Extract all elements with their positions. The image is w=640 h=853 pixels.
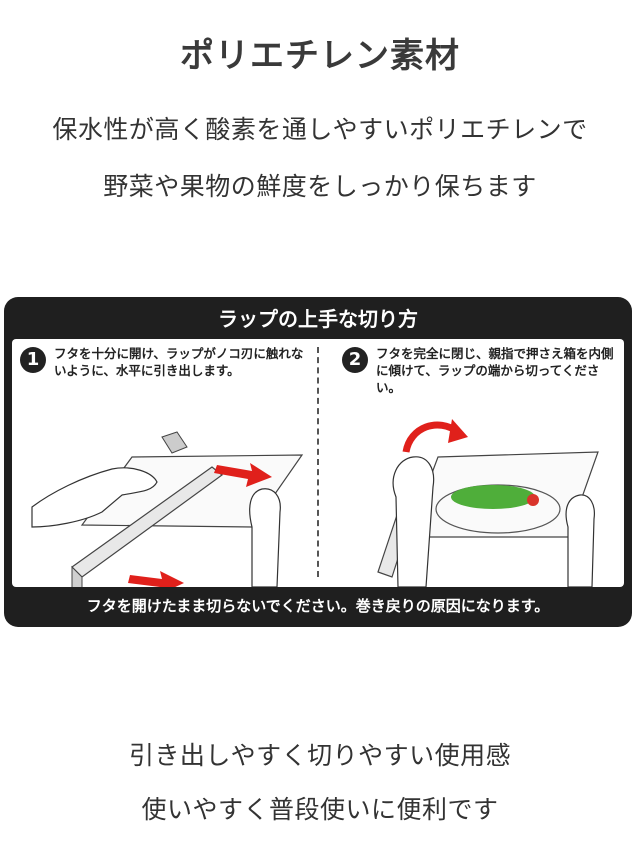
instructions-body: 1 フタを十分に開け、ラップがノコ刃に触れないように、水平に引き出します。 2 … [12,339,624,587]
tomato [527,494,539,506]
tilt-arrow-head [448,419,468,443]
step-2-number: 2 [342,347,368,373]
right-hand [249,488,281,587]
step-divider [317,347,319,577]
step-1-number: 1 [20,347,46,373]
wrap-box-lid [161,431,188,454]
closing-line-1: 引き出しやすく切りやすい使用感 [128,741,512,770]
instructions-heading: ラップの上手な切り方 [218,307,418,331]
bowl [435,484,561,534]
salad-leaves [451,485,535,509]
pull-arrow-top [214,463,272,487]
right-hand [565,494,595,587]
closing-line-2: 使いやすく普段使いに便利です [141,795,499,824]
page-title: ポリエチレン素材 [180,36,460,76]
cutting-instructions-panel: ラップの上手な切り方 1 フタを十分に開け、ラップがノコ刃に触れないように、水平… [4,297,632,627]
wrap-box-side [71,565,83,587]
instructions-warning: フタを開けたまま切らないでください。巻き戻りの原因になります。 [86,597,550,615]
step-2-text: フタを完全に閉じ、親指で押さえ箱を内側に傾けて、ラップの端から切ってください。 [376,346,614,395]
left-hand [392,456,435,587]
step-1-text: フタを十分に開け、ラップがノコ刃に触れないように、水平に引き出します。 [54,346,304,378]
step-2-illustration [377,419,599,587]
description-line-2: 野菜や果物の鮮度をしっかり保ちます [103,172,537,201]
pull-arrow-bottom [128,571,184,587]
description-line-1: 保水性が高く酸素を通しやすいポリエチレンで [52,115,588,144]
left-hand [31,467,158,528]
step-1-illustration [31,431,304,587]
